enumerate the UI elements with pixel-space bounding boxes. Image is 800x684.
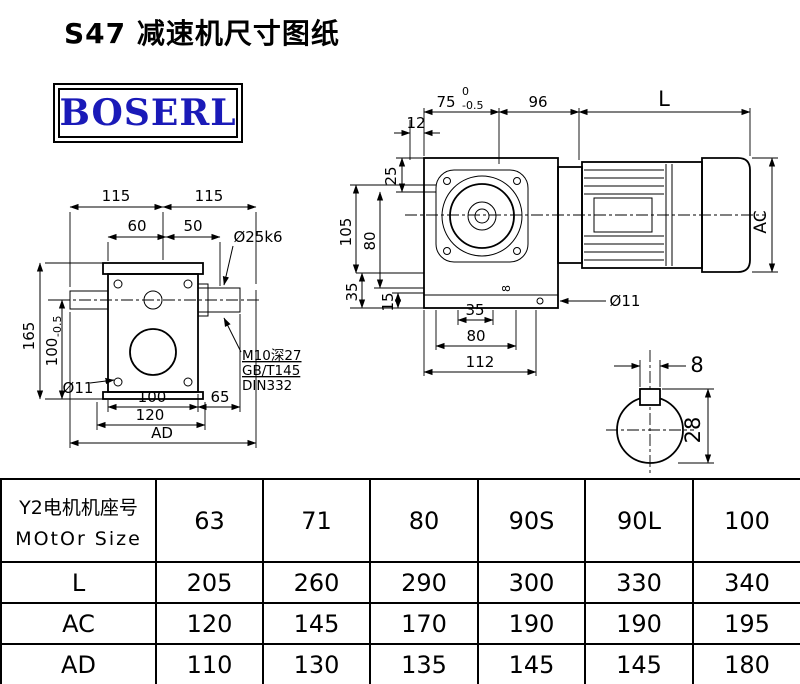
table-cell: 145 xyxy=(584,643,694,684)
table-row-AC: AC 120 145 170 190 190 195 xyxy=(0,602,800,645)
dim-115-right: 115 xyxy=(195,187,224,205)
left-view-geometry xyxy=(58,262,262,400)
dim-112: 112 xyxy=(466,353,495,371)
dim-96: 96 xyxy=(528,93,547,111)
table-row-L: L 205 260 290 300 330 340 xyxy=(0,561,800,604)
logo-text: BOSERL xyxy=(59,92,237,134)
note-din332: DIN332 xyxy=(242,378,292,394)
dim-phi11-left: Ø11 xyxy=(63,379,94,397)
note-gbt145: GB/T145 xyxy=(242,363,300,379)
column-header-71: 71 xyxy=(262,478,371,563)
motor-size-label-en: MOtOr Size xyxy=(15,528,142,550)
dim-75-tol-upper: 0 xyxy=(462,85,469,98)
dim-L: L xyxy=(658,87,670,111)
dim-phi11-right: Ø11 xyxy=(610,292,641,310)
right-view-geometry: 8 xyxy=(405,157,765,309)
table-cell: 120 xyxy=(155,602,264,645)
table-header-row: Y2电机机座号 MOtOr Size 63 71 80 90S 90L 100 xyxy=(0,478,800,563)
table-cell: 145 xyxy=(477,643,586,684)
dim-AD: AD xyxy=(151,424,173,442)
dim-25: 25 xyxy=(382,166,400,185)
dim-60: 60 xyxy=(127,217,146,235)
table-cell: 110 xyxy=(155,643,264,684)
column-header-80: 80 xyxy=(369,478,479,563)
dim-75-tol-lower: -0.5 xyxy=(462,99,483,112)
motor-size-table: Y2电机机座号 MOtOr Size 63 71 80 90S 90L 100 … xyxy=(0,478,800,684)
dim-75: 75 xyxy=(436,93,455,111)
left-view-dimensions: 115 115 60 50 Ø25k6 165 100 -0.5 Ø11 100… xyxy=(20,187,302,448)
dim-key-depth-28: 28 xyxy=(681,417,705,444)
shaft-section-dimensions: 8 28 xyxy=(614,353,714,464)
table-cell: 330 xyxy=(584,561,694,604)
page-title: S47 减速机尺寸图纸 xyxy=(64,17,340,50)
table-cell: 190 xyxy=(477,602,586,645)
table-cell: 290 xyxy=(369,561,479,604)
dim-50: 50 xyxy=(183,217,202,235)
dim-100-bottom: 100 xyxy=(138,388,167,406)
dim-15: 15 xyxy=(379,292,397,311)
dim-100-vertical: 100 xyxy=(43,338,61,367)
column-header-90l: 90L xyxy=(584,478,694,563)
table-cell: 205 xyxy=(155,561,264,604)
dim-35-vertical: 35 xyxy=(343,282,361,301)
dim-12: 12 xyxy=(406,114,425,132)
motor-size-header-cell: Y2电机机座号 MOtOr Size xyxy=(0,478,157,563)
table-cell: 130 xyxy=(262,643,371,684)
dim-80-vertical: 80 xyxy=(361,231,379,250)
table-cell: 170 xyxy=(369,602,479,645)
dim-105: 105 xyxy=(337,218,355,247)
dim-shaft-dia: Ø25k6 xyxy=(233,228,282,246)
table-cell: 260 xyxy=(262,561,371,604)
dim-100-tolerance: -0.5 xyxy=(51,316,64,337)
note-m10: M10深27 xyxy=(242,348,302,364)
technical-drawing: 115 115 60 50 Ø25k6 165 100 -0.5 Ø11 100… xyxy=(20,85,778,474)
table-cell: 180 xyxy=(692,643,800,684)
column-header-90s: 90S xyxy=(477,478,586,563)
row-label-AC: AC xyxy=(0,602,157,645)
dim-115-left: 115 xyxy=(102,187,131,205)
table-row-AD: AD 110 130 135 145 145 180 xyxy=(0,643,800,684)
dim-AC: AC xyxy=(751,210,771,233)
dim-key-width-8: 8 xyxy=(690,353,703,377)
row-label-AD: AD xyxy=(0,643,157,684)
boserl-logo: BOSERL xyxy=(58,88,238,138)
column-header-100: 100 xyxy=(692,478,800,563)
table-cell: 340 xyxy=(692,561,800,604)
dim-65: 65 xyxy=(210,388,229,406)
dim-80-bottom: 80 xyxy=(466,327,485,345)
column-header-63: 63 xyxy=(155,478,264,563)
mark-8: 8 xyxy=(500,285,513,292)
table-cell: 145 xyxy=(262,602,371,645)
table-cell: 195 xyxy=(692,602,800,645)
dim-35-bottom: 35 xyxy=(465,301,484,319)
shaft-section-geometry xyxy=(606,350,694,474)
table-cell: 135 xyxy=(369,643,479,684)
table-cell: 300 xyxy=(477,561,586,604)
table-cell: 190 xyxy=(584,602,694,645)
dim-120: 120 xyxy=(136,406,165,424)
row-label-L: L xyxy=(0,561,157,604)
right-view-dimensions: 75 0 -0.5 96 L 12 25 105 80 35 15 35 80 … xyxy=(337,85,778,376)
dim-165: 165 xyxy=(20,322,38,351)
motor-size-label-cn: Y2电机机座号 xyxy=(19,497,138,519)
